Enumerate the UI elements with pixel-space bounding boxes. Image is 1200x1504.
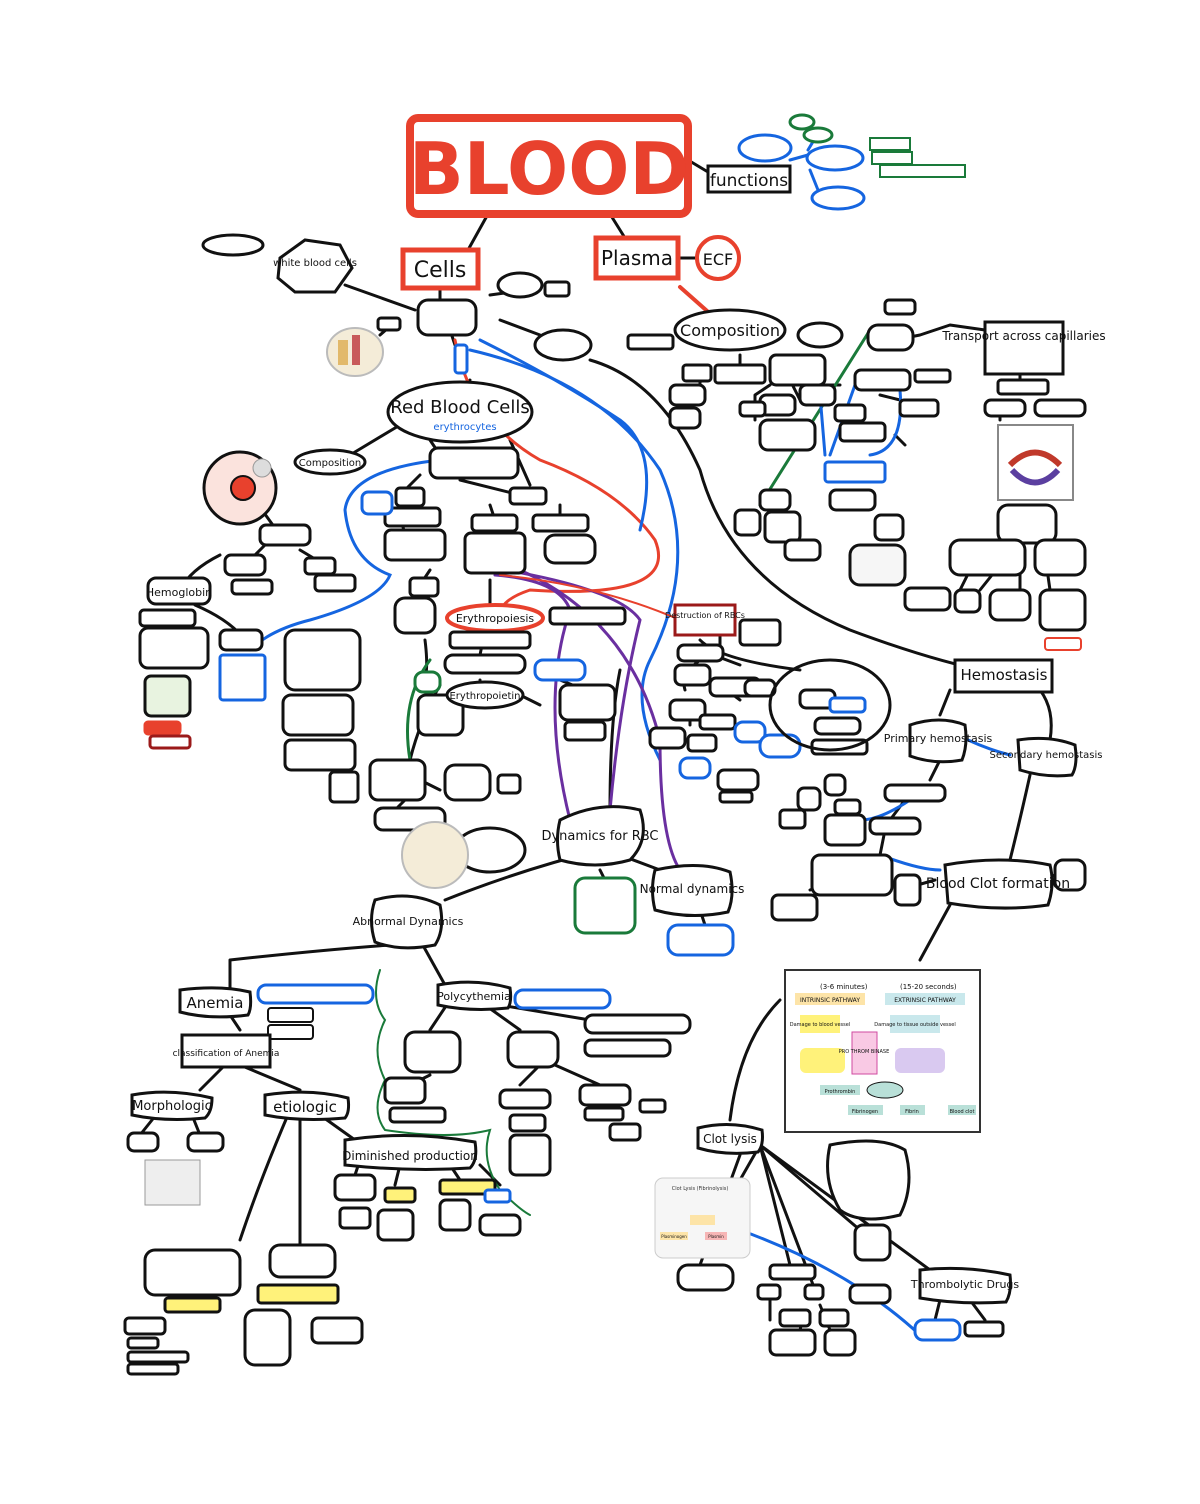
svg-text:Erythropoiesis: Erythropoiesis: [456, 612, 535, 625]
svg-text:Anemia: Anemia: [187, 994, 244, 1012]
svg-text:Clot Lysis (Fibrinolysis): Clot Lysis (Fibrinolysis): [672, 1186, 729, 1192]
svg-text:classification of Anemia: classification of Anemia: [173, 1049, 280, 1059]
blood-clot-formation-node: Blood Clot formation: [926, 858, 1070, 910]
diminished-subnodes: [333, 1173, 522, 1242]
erythropoiesis-node: Erythropoiesis: [445, 603, 627, 633]
svg-text:Fibrinogen: Fibrinogen: [852, 1109, 878, 1115]
cell-subnodes: [376, 271, 593, 375]
hemostasis-subnodes: [770, 773, 1087, 922]
svg-text:PRO THROM BINASE: PRO THROM BINASE: [839, 1049, 890, 1055]
anemia-node: Anemia: [178, 983, 375, 1040]
svg-text:Morphologic: Morphologic: [132, 1099, 212, 1114]
svg-text:Damage to blood vessel: Damage to blood vessel: [790, 1022, 850, 1028]
svg-text:Plasminogen: Plasminogen: [661, 1234, 687, 1239]
title-box: BLOOD: [406, 114, 692, 218]
abnormal-dynamics-node: Abnormal Dynamics: [353, 894, 464, 950]
svg-text:functions: functions: [710, 171, 788, 191]
functions-node: functions: [706, 113, 966, 211]
svg-text:Dynamics for RBC: Dynamics for RBC: [541, 829, 658, 844]
hemoglobin-node: Hemoglobin: [146, 576, 212, 606]
svg-text:Damage to tissue outside vesse: Damage to tissue outside vessel: [874, 1022, 955, 1028]
clot-lysis-figure: Clot Lysis (Fibrinolysis) Plasminogen Pl…: [654, 1177, 751, 1259]
plasma-subnodes: [626, 298, 952, 587]
svg-text:Plasma: Plasma: [601, 246, 673, 270]
cells-image: [326, 327, 384, 377]
clot-lysis-node: Clot lysis: [696, 1122, 764, 1155]
polycythemia-subnodes: [383, 1013, 692, 1177]
svg-text:EXTRINSIC PATHWAY: EXTRINSIC PATHWAY: [894, 997, 956, 1004]
diminished-production-node: Diminished production: [342, 1133, 478, 1171]
white-blood-cells-node: white blood cells: [201, 233, 357, 294]
svg-text:Abnormal Dynamics: Abnormal Dynamics: [353, 915, 464, 928]
morphologic-node: Morphologic: [126, 1090, 225, 1206]
primary-hemostasis-node: Primary hemostasis: [884, 718, 993, 764]
svg-text:Plasmin: Plasmin: [708, 1234, 724, 1239]
svg-text:INTRINSIC PATHWAY: INTRINSIC PATHWAY: [800, 997, 860, 1004]
svg-text:Prothrombin: Prothrombin: [825, 1089, 856, 1095]
composition-plasma-node: Composition: [673, 308, 787, 352]
svg-text:Clot lysis: Clot lysis: [703, 1132, 757, 1146]
anemia-lower-subnodes: [123, 1243, 364, 1376]
svg-text:Destruction of RBCs: Destruction of RBCs: [665, 611, 745, 620]
thrombolytic-drugs-node: Thrombolytic Drugs: [910, 1266, 1020, 1305]
destruction-rbc-node: Destruction of RBCs: [665, 603, 782, 647]
svg-text:etiologic: etiologic: [273, 1098, 337, 1116]
erythropoietin-node: Erythropoietin: [445, 680, 525, 710]
plasma-node: Plasma: [593, 235, 681, 281]
dynamics-rbc-node: Dynamics for RBC: [541, 805, 659, 935]
composition-rbc-node: Composition: [202, 448, 367, 526]
svg-text:Hemoglobin: Hemoglobin: [146, 586, 212, 599]
svg-text:Thrombolytic Drugs: Thrombolytic Drugs: [910, 1278, 1020, 1291]
polycythemia-node: Polycythemia: [436, 980, 612, 1011]
svg-text:Transport across capillaries: Transport across capillaries: [941, 329, 1105, 343]
hemoglobin-subnodes: [138, 523, 362, 750]
svg-text:Hemostasis: Hemostasis: [961, 666, 1048, 684]
svg-text:erythrocytes: erythrocytes: [433, 422, 496, 433]
rbc-subnodes: [360, 446, 597, 635]
svg-text:white blood cells: white blood cells: [273, 258, 357, 269]
svg-text:Normal dynamics: Normal dynamics: [640, 882, 745, 896]
svg-text:Erythropoietin: Erythropoietin: [449, 691, 520, 702]
svg-text:Composition: Composition: [299, 458, 361, 469]
hemostasis-node: Hemostasis: [953, 637, 1082, 694]
etiologic-node: etiologic: [263, 1090, 351, 1121]
svg-text:Fibrin: Fibrin: [905, 1109, 919, 1115]
erythropoiesis-subnodes: [283, 630, 617, 889]
coagulation-pathway-figure: (3-6 minutes) (15-20 seconds) INTRINSIC …: [784, 969, 981, 1133]
classification-node: classification of Anemia: [173, 1033, 280, 1069]
svg-text:Primary hemostasis: Primary hemostasis: [884, 732, 993, 745]
clot-lysis-subnodes: [676, 1223, 1005, 1357]
svg-text:ECF: ECF: [703, 250, 733, 269]
transport-subnodes: [903, 503, 1087, 632]
svg-text:Blood Clot formation: Blood Clot formation: [926, 876, 1070, 892]
normal-dynamics-node: Normal dynamics: [640, 863, 745, 957]
svg-text:Composition: Composition: [680, 321, 780, 340]
ecf-node: ECF: [695, 235, 741, 281]
svg-text:Cells: Cells: [414, 258, 467, 283]
svg-text:Polycythemia: Polycythemia: [437, 990, 511, 1003]
red-blood-cells-node: Red Blood Cells erythrocytes: [386, 380, 534, 444]
svg-text:(3-6 minutes): (3-6 minutes): [820, 983, 868, 991]
svg-text:Blood clot: Blood clot: [950, 1109, 975, 1115]
secondary-hemostasis-node: Secondary hemostasis: [990, 736, 1103, 778]
destruction-subnodes: [648, 643, 892, 804]
svg-text:Secondary hemostasis: Secondary hemostasis: [990, 750, 1103, 761]
title: BLOOD: [409, 127, 689, 211]
transport-node: Transport across capillaries: [941, 320, 1106, 501]
svg-text:Red Blood Cells: Red Blood Cells: [390, 397, 529, 418]
extrinsic-note: [826, 1139, 911, 1221]
cells-node: Cells: [400, 247, 481, 291]
svg-text:Diminished production: Diminished production: [342, 1149, 478, 1163]
svg-text:(15-20 seconds): (15-20 seconds): [900, 983, 957, 991]
